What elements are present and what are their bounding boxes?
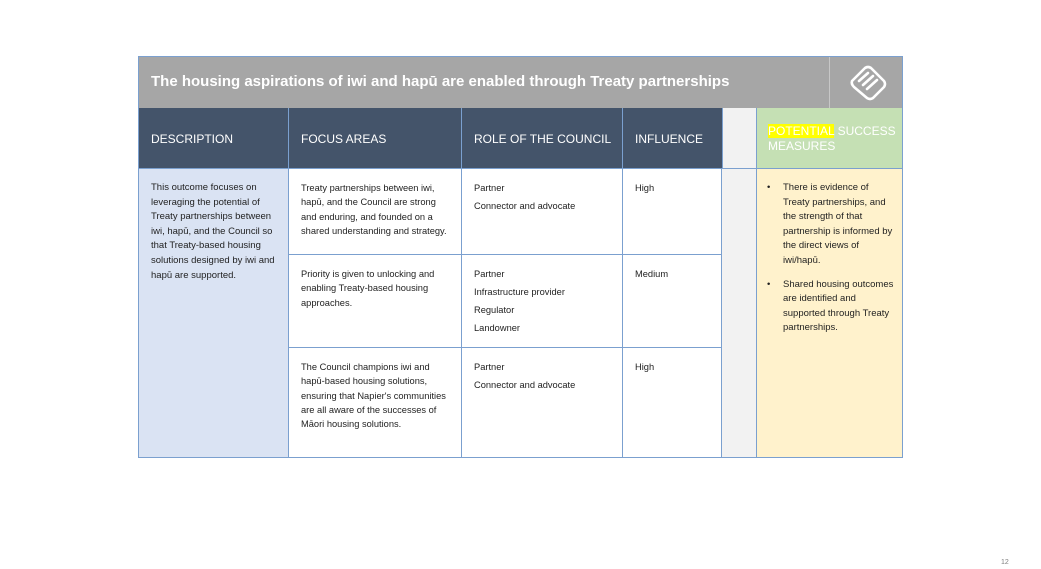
header-description: DESCRIPTION xyxy=(139,108,289,168)
page-number: 12 xyxy=(1001,559,1009,566)
measures-list: • There is evidence of Treaty partnership… xyxy=(767,181,894,336)
role-item: Connector and advocate xyxy=(474,379,576,390)
header-influence: INFLUENCE xyxy=(623,108,722,168)
role-cell-3: Partner Connector and advocate xyxy=(462,347,623,457)
role-item: Partner xyxy=(474,183,505,193)
measure-item: • Shared housing outcomes are identified … xyxy=(767,278,894,336)
page-title: The housing aspirations of iwi and hapū … xyxy=(151,73,730,90)
measures-cell: • There is evidence of Treaty partnership… xyxy=(757,168,902,457)
measure-item: • There is evidence of Treaty partnership… xyxy=(767,181,894,269)
influence-cell-2: Medium xyxy=(623,254,722,347)
role-item: Infrastructure provider xyxy=(474,286,565,297)
focus-cell-2: Priority is given to unlocking and enabl… xyxy=(289,254,462,347)
role-item: Partner xyxy=(474,362,505,372)
role-item: Partner xyxy=(474,269,505,279)
influence-cell-1: High xyxy=(623,168,722,254)
header-measures-highlight: POTENTIAL xyxy=(768,124,835,138)
logo-box xyxy=(829,57,902,108)
measure-text: There is evidence of Treaty partnerships… xyxy=(783,182,893,266)
role-cell-1: Partner Connector and advocate xyxy=(462,168,623,254)
header-spacer xyxy=(722,108,757,168)
role-item: Regulator xyxy=(474,304,515,315)
description-cell: This outcome focuses on leveraging the p… xyxy=(139,168,289,457)
spacer-column xyxy=(722,168,757,457)
influence-cell-3: High xyxy=(623,347,722,457)
measure-text: Shared housing outcomes are identified a… xyxy=(783,278,894,334)
title-bar: The housing aspirations of iwi and hapū … xyxy=(139,57,902,108)
role-item: Landowner xyxy=(474,322,521,333)
role-item: Connector and advocate xyxy=(474,200,576,211)
bullet-icon: • xyxy=(767,278,771,290)
role-cell-2: Partner Infrastructure provider Regulato… xyxy=(462,254,623,347)
outcome-table: The housing aspirations of iwi and hapū … xyxy=(138,56,903,458)
focus-cell-3: The Council champions iwi and hapū-based… xyxy=(289,347,462,457)
hand-logo-icon xyxy=(850,65,887,101)
bullet-icon: • xyxy=(767,182,771,193)
header-focus-areas: FOCUS AREAS xyxy=(289,108,462,168)
focus-cell-1: Treaty partnerships between iwi, hapū, a… xyxy=(289,168,462,254)
header-role: ROLE OF THE COUNCIL xyxy=(462,108,623,168)
header-measures-label: SUCCESS MEASURES xyxy=(768,124,896,153)
header-measures: POTENTIAL SUCCESS MEASURES xyxy=(757,108,902,168)
